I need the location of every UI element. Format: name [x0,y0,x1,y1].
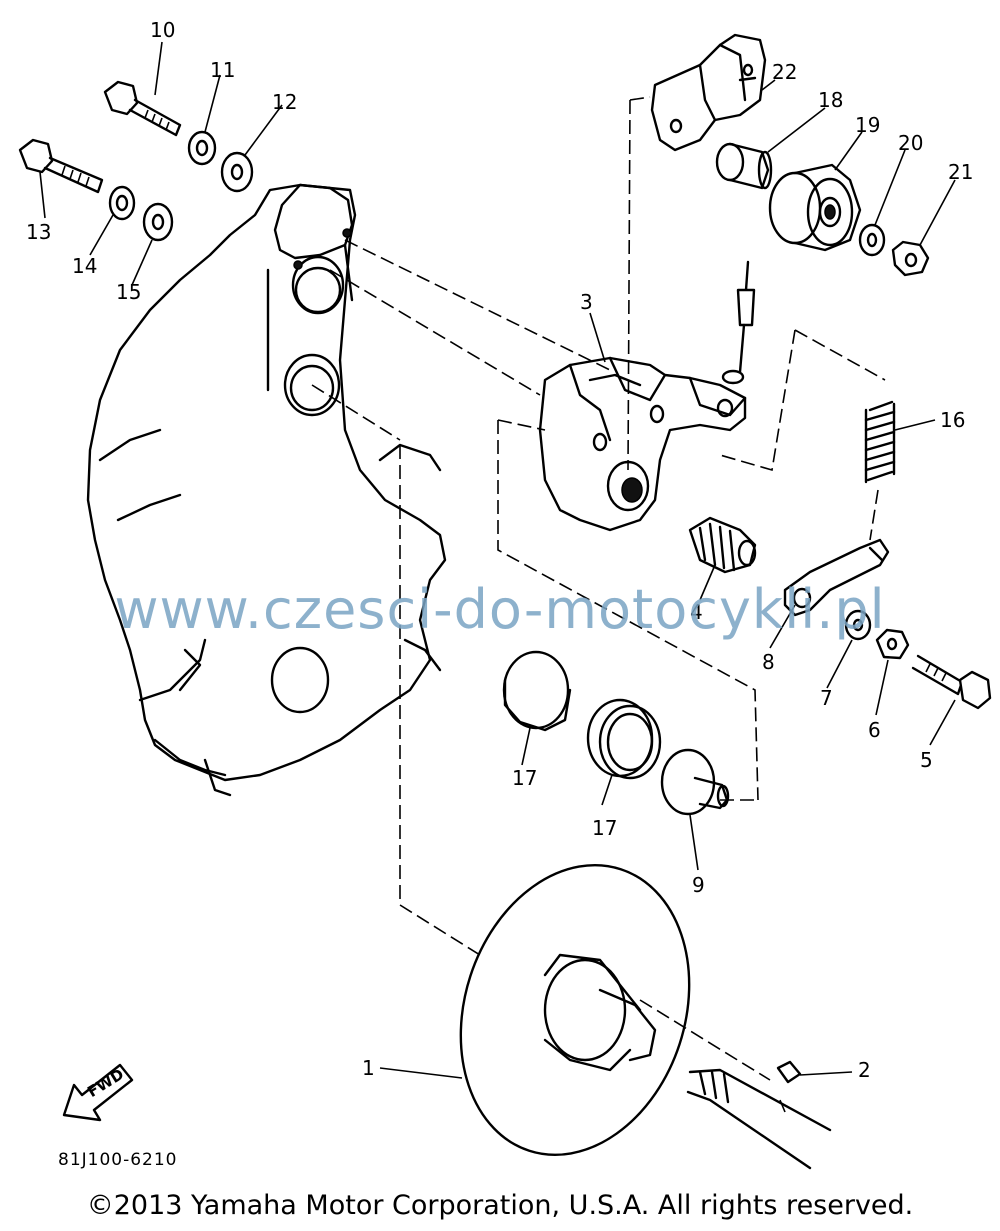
bracket-22 [650,33,767,152]
callout-1: 1 [362,1056,375,1080]
bolt-5 [911,654,992,710]
bolt-10 [103,80,182,137]
callout-22: 22 [772,60,798,84]
callout-19: 19 [855,113,881,137]
washer-14 [108,185,136,221]
nut-21 [891,240,930,277]
bolt-13 [18,138,104,194]
callout-17-upper: 17 [512,766,538,790]
assembly-guide-lines [267,96,886,1081]
housing-bracket [86,183,447,797]
cap-17-lower [586,698,662,780]
washer-11 [187,130,217,166]
callout-4: 4 [690,600,703,624]
sheave-1 [459,863,691,1157]
collar-18 [715,142,773,190]
callout-11: 11 [210,58,236,82]
callout-17-lower: 17 [592,816,618,840]
leader-lines [39,41,956,1079]
washer-7 [844,609,872,641]
callout-18: 18 [818,88,844,112]
washer-12 [220,151,254,193]
watermark: www.czesci-do-motocykli.pl [114,578,886,641]
washer-15 [142,202,174,242]
callout-10: 10 [150,18,176,42]
callout-21: 21 [948,160,974,184]
callout-15: 15 [116,280,142,304]
callout-3: 3 [580,290,593,314]
cable-rod [721,260,756,385]
callout-20: 20 [898,131,924,155]
bushing-4 [688,516,757,574]
callout-16: 16 [940,408,966,432]
cap-17-upper [502,650,572,732]
shaft-and-key-2 [686,1060,832,1170]
callout-12: 12 [272,90,298,114]
spring-16 [864,400,896,484]
fwd-arrow-icon [62,1063,134,1122]
callout-5: 5 [920,748,933,772]
callout-7: 7 [820,686,833,710]
callout-13: 13 [26,220,52,244]
callout-2: 2 [858,1058,871,1082]
callout-8: 8 [762,650,775,674]
shaft-9 [660,748,730,816]
nut-6 [875,628,910,660]
roller-19 [768,163,862,252]
washer-20 [858,223,886,257]
drawing-code: 81J100-6210 [58,1150,178,1170]
lever-3 [538,356,747,532]
copyright-notice: ©2013 Yamaha Motor Corporation, U.S.A. A… [86,1190,914,1221]
callout-14: 14 [72,254,98,278]
callout-9: 9 [692,873,705,897]
callout-6: 6 [868,718,881,742]
